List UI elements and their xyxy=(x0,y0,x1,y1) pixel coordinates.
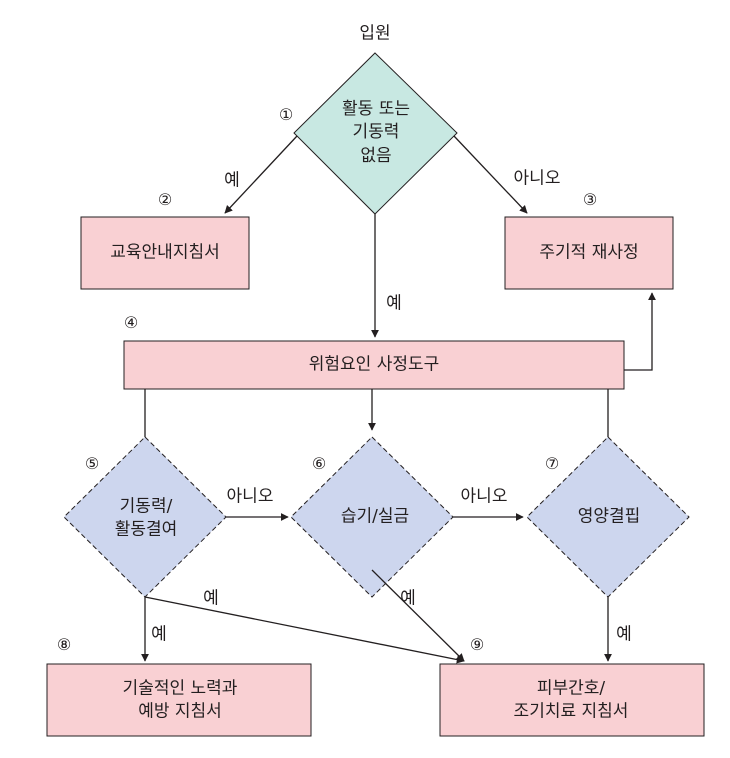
label-yes-d5-to-box9: 예 xyxy=(203,588,219,609)
box-periodic-reassessment xyxy=(504,216,674,290)
decision-moisture xyxy=(290,436,454,598)
box-risk-assessment-tool-text: 위험요인 사정도구 xyxy=(308,354,440,375)
box-education-guide-text: 교육안내지침서 xyxy=(110,242,220,263)
label-yes-d5-to-box8: 예 xyxy=(151,624,167,645)
box-risk-assessment-tool xyxy=(123,340,625,390)
arrow-d5-to-box9 xyxy=(144,596,465,664)
label-no-d5-to-d6: 아니오 xyxy=(226,486,274,507)
step-number-8: ⑧ xyxy=(56,635,72,654)
step-number-4: ④ xyxy=(123,313,139,332)
box-education-guide xyxy=(80,216,250,290)
step-number-2: ② xyxy=(157,190,173,209)
step-number-6: ⑥ xyxy=(311,454,327,473)
label-yes-to-box2: 예 xyxy=(224,170,240,191)
arrow-d6-to-box9 xyxy=(371,569,465,662)
label-yes-d7-to-box9: 예 xyxy=(616,624,632,645)
box-skin-care-guide-text: 피부간호/ 조기치료 지침서 xyxy=(513,678,629,722)
label-no-d6-to-d7: 아니오 xyxy=(460,486,508,507)
label-yes-d6-to-box9: 예 xyxy=(400,588,416,609)
step-number-9: ⑨ xyxy=(469,635,485,654)
decision-moisture-text: 습기/실금 xyxy=(340,506,410,527)
box-technical-effort-guide-text: 기술적인 노력과 예방 지침서 xyxy=(122,678,238,722)
step-number-5: ⑤ xyxy=(84,454,100,473)
label-no-to-box3: 아니오 xyxy=(513,168,561,189)
arrow-box4-to-box3 xyxy=(624,292,656,371)
decision-nutrition-text: 영양결핍 xyxy=(577,506,641,527)
step-number-3: ③ xyxy=(582,190,598,209)
arrow-d1-to-box2 xyxy=(224,135,298,214)
box-skin-care-guide xyxy=(439,663,705,737)
decision-mobility-text: 기동력/ 활동결여 xyxy=(114,496,178,540)
box-technical-effort-guide xyxy=(46,663,312,737)
step-number-1: ① xyxy=(278,105,294,124)
step-number-7: ⑦ xyxy=(544,454,560,473)
label-yes-to-box4: 예 xyxy=(386,293,402,314)
box-periodic-reassessment-text: 주기적 재사정 xyxy=(539,242,639,263)
decision-no-activity-text: 활동 또는 기동력 없음 xyxy=(342,98,410,166)
arrow-d1-to-box3 xyxy=(453,135,528,214)
start-label: 입원 xyxy=(359,23,391,44)
